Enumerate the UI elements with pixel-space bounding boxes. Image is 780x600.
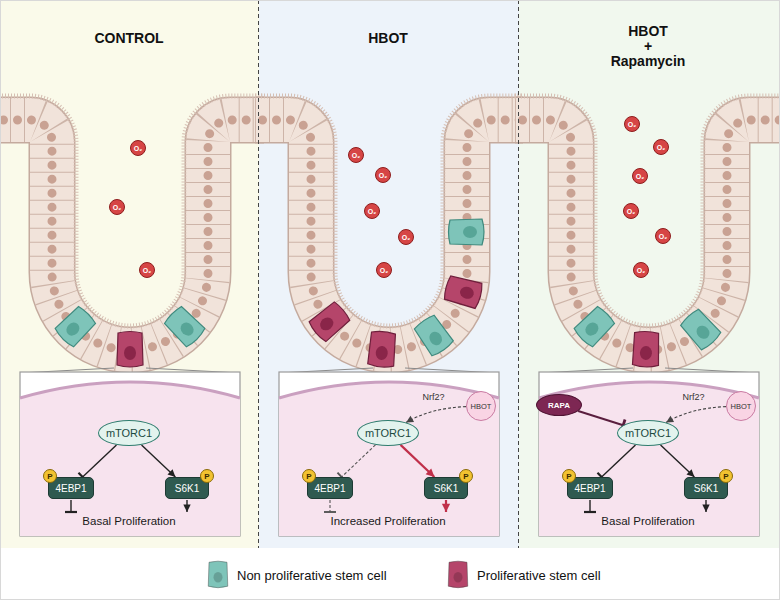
phosphate-circle: P: [43, 469, 57, 483]
oxygen-molecule: O₂: [376, 262, 392, 278]
node-text: O₂: [380, 267, 389, 274]
oxygen-molecule: O₂: [109, 199, 125, 215]
node-text: O₂: [368, 208, 377, 215]
oxygen-molecule: O₂: [139, 262, 155, 278]
node-text: mTORC1: [106, 427, 152, 439]
node-text: O₂: [627, 208, 636, 215]
condition-panel: HBOTO₂O₂O₂O₂O₂HBOTmTORC14EBP1PS6K1PIncre…: [259, 0, 519, 548]
legend-text: Non proliferative stem cell: [237, 568, 387, 583]
oxygen-molecule: O₂: [655, 228, 671, 244]
mtorc1-complex: mTORC1: [617, 420, 679, 446]
node-text: O₂: [134, 145, 143, 152]
node-text: O₂: [352, 152, 361, 159]
phosphate-circle: P: [719, 469, 733, 483]
rapamycin-ellipse: RAPA: [536, 394, 582, 416]
oxygen-molecule: O₂: [130, 140, 146, 156]
node-text: 4EBP1: [55, 483, 86, 494]
oxygen-molecule: O₂: [375, 167, 391, 183]
node-text: Increased Proliferation: [330, 515, 445, 527]
phosphate-circle: P: [562, 469, 576, 483]
node-text: P: [306, 472, 311, 481]
node-text: S6K1: [694, 483, 718, 494]
legend-item: Non proliferative stem cell: [205, 560, 387, 590]
hbot-circle: HBOT: [726, 391, 756, 421]
oxygen-molecule: O₂: [653, 139, 669, 155]
hbot-circle: HBOT: [466, 391, 496, 421]
node-text: P: [566, 472, 571, 481]
mtorc1-complex: mTORC1: [357, 420, 419, 446]
node-text: Basal Proliferation: [82, 515, 175, 527]
mtorc1-complex: mTORC1: [98, 420, 160, 446]
oxygen-molecule: O₂: [348, 147, 364, 163]
node-text: O₂: [113, 204, 122, 211]
edge-label: Nrf2?: [414, 392, 454, 402]
node-text: 4EBP1: [574, 483, 605, 494]
swatch-nucleus: [454, 572, 463, 583]
node-text: HBOT: [731, 402, 752, 411]
condition-panel: CONTROLO₂O₂O₂mTORC14EBP1PS6K1PBasal Prol…: [0, 0, 259, 548]
oxygen-molecule: O₂: [624, 116, 640, 132]
node-text: S6K1: [434, 483, 458, 494]
node-text: O₂: [657, 144, 666, 151]
node-text: HBOT: [471, 402, 492, 411]
outcome-label: Basal Proliferation: [578, 513, 718, 529]
panel-title: CONTROL: [20, 31, 238, 46]
node-text: mTORC1: [625, 427, 671, 439]
edge-label: Nrf2?: [674, 392, 714, 402]
panel-title: HBOT + Rapamycin: [608, 24, 688, 69]
legend-item: Proliferative stem cell: [445, 560, 601, 590]
node-text: O₂: [637, 267, 646, 274]
node-text: P: [463, 472, 468, 481]
legend-text: Proliferative stem cell: [477, 568, 601, 583]
oxygen-molecule: O₂: [364, 203, 380, 219]
node-text: O₂: [402, 234, 411, 241]
oxygen-molecule: O₂: [633, 262, 649, 278]
node-text: O₂: [636, 173, 645, 180]
legend-swatch: [205, 560, 231, 590]
node-text: mTORC1: [365, 427, 411, 439]
oxygen-molecule: O₂: [632, 168, 648, 184]
node-text: RAPA: [548, 401, 570, 410]
phosphate-circle: P: [200, 469, 214, 483]
oxygen-molecule: O₂: [623, 203, 639, 219]
node-text: 4EBP1: [314, 483, 345, 494]
oxygen-molecule: O₂: [398, 229, 414, 245]
node-text: P: [204, 472, 209, 481]
node-text: Basal Proliferation: [601, 515, 694, 527]
node-text: O₂: [143, 267, 152, 274]
panel-title: HBOT: [279, 31, 497, 46]
swatch-nucleus: [214, 572, 223, 583]
node-text: S6K1: [175, 483, 199, 494]
node-text: O₂: [628, 121, 637, 128]
node-text: P: [47, 472, 52, 481]
phosphate-circle: P: [459, 469, 473, 483]
node-text: P: [723, 472, 728, 481]
outcome-label: Basal Proliferation: [59, 513, 199, 529]
node-text: O₂: [379, 172, 388, 179]
node-text: O₂: [659, 233, 668, 240]
outcome-label: Increased Proliferation: [313, 513, 463, 529]
condition-panel: HBOT + RapamycinO₂ O₂ O₂ O₂ O₂ O₂ RAPA HBOT mTOR…: [519, 0, 780, 548]
stem-cell-swatch: [448, 561, 468, 588]
legend-swatch: [445, 560, 471, 590]
stem-cell-swatch: [208, 561, 228, 588]
phosphate-circle: P: [302, 469, 316, 483]
